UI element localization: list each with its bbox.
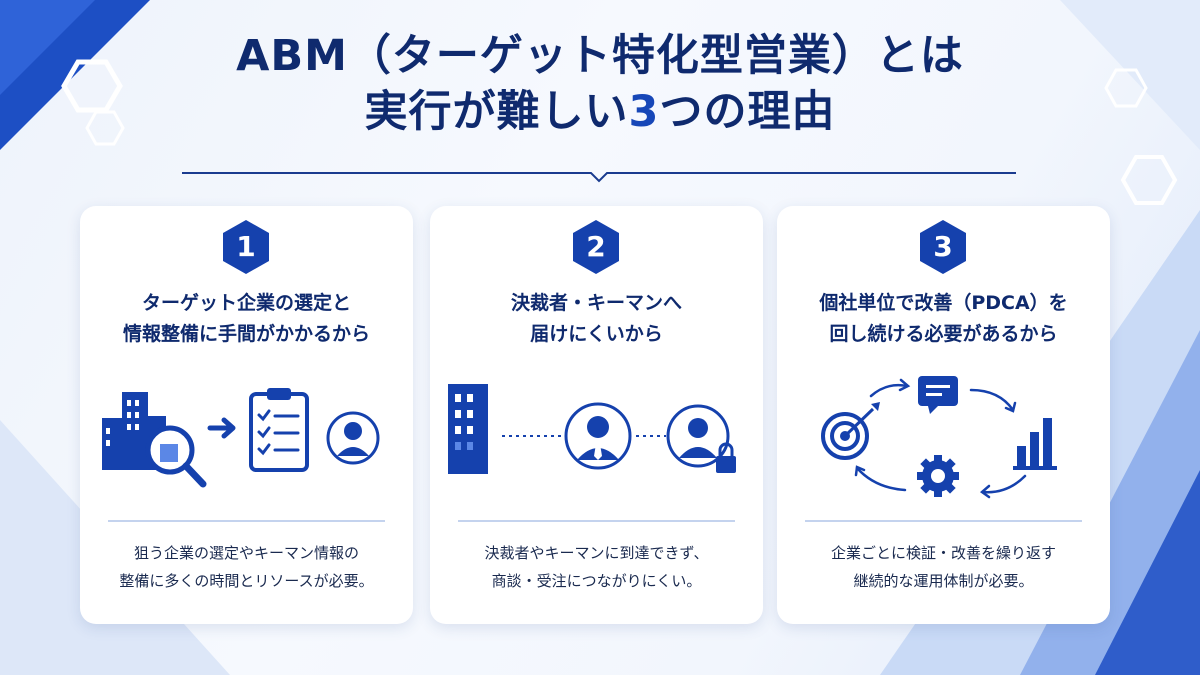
title-line-2-number: 3 [628, 87, 660, 137]
reason-title-line-2: 届けにくいから [530, 323, 663, 345]
number-badge-1: 1 [220, 218, 272, 276]
reason-number: 2 [586, 230, 606, 263]
title-line-2-post: つの理由 [659, 87, 836, 137]
reason-title-line-1: 決裁者・キーマンへ [510, 292, 682, 314]
number-badge-2: 2 [570, 218, 622, 276]
reason-number: 3 [933, 230, 953, 263]
number-badge-3: 3 [917, 218, 969, 276]
card-divider [458, 520, 735, 522]
reason-description-line-2: 商談・受注につながりにくい。 [491, 572, 702, 590]
hexagon-decor-icon [61, 59, 1178, 205]
reason-description-line-2: 継続的な運用体制が必要。 [853, 572, 1034, 590]
title-line-2-pre: 実行が難しい [364, 87, 629, 137]
reason-title-line-2: 情報整備に手間がかかるから [122, 323, 370, 345]
reason-card-2: 2 決裁者・キーマンへ 届けにくいから [430, 206, 763, 624]
reason-description-line-1: 狙う企業の選定やキーマン情報の [133, 544, 359, 562]
title-line-1: ABM（ターゲット特化型営業）とは [236, 31, 964, 81]
reason-number: 1 [236, 230, 256, 263]
chat-icon [918, 376, 958, 414]
illustration-pdca-cycle [821, 376, 1057, 499]
reason-description: 企業ごとに検証・改善を繰り返す 継続的な運用体制が必要。 [787, 539, 1100, 595]
reason-title-line-1: ターゲット企業の選定と [141, 292, 351, 314]
reason-title: ターゲット企業の選定と 情報整備に手間がかかるから [90, 288, 403, 350]
person-icon [326, 411, 380, 465]
reason-title: 個社単位で改善（PDCA）を 回し続ける必要があるから [787, 288, 1100, 350]
person-lock-icon [666, 404, 736, 473]
page-title: ABM（ターゲット特化型営業）とは 実行が難しい3つの理由 [0, 28, 1200, 140]
reason-description-line-1: 企業ごとに検証・改善を繰り返す [830, 544, 1056, 562]
hexagon-badge-icon [573, 220, 619, 274]
illustration-target-selection [102, 388, 380, 488]
reason-title: 決裁者・キーマンへ 届けにくいから [440, 288, 753, 350]
reason-description: 狙う企業の選定やキーマン情報の 整備に多くの時間とリソースが必要。 [90, 539, 403, 595]
businessman-icon [564, 402, 632, 470]
arrow-right-icon [207, 417, 236, 439]
reason-description-line-2: 整備に多くの時間とリソースが必要。 [119, 572, 374, 590]
reason-title-line-1: 個社単位で改善（PDCA）を [819, 292, 1068, 314]
gear-icon [917, 455, 959, 497]
reason-description-line-1: 決裁者やキーマンに到達できず、 [484, 544, 709, 562]
reason-title-line-2: 回し続ける必要があるから [829, 323, 1058, 345]
title-divider [182, 172, 1016, 183]
hexagon-badge-icon [920, 220, 966, 274]
target-icon [821, 402, 880, 460]
magnifier-icon [145, 425, 207, 488]
reason-description: 決裁者やキーマンに到達できず、 商談・受注につながりにくい。 [440, 539, 753, 595]
illustration-decision-makers [448, 384, 736, 474]
reason-card-3: 3 個社単位で改善（PDCA）を 回し続ける必要があるから [777, 206, 1110, 624]
clipboard-checklist-icon [249, 388, 309, 472]
card-divider [108, 520, 385, 522]
building-icon [448, 384, 488, 474]
title-line-2: 実行が難しい3つの理由 [0, 84, 1200, 140]
bar-chart-icon [1013, 418, 1057, 470]
card-divider [805, 520, 1082, 522]
cycle-arrows-icon [854, 378, 1027, 499]
reason-card-1: 1 ターゲット企業の選定と 情報整備に手間がかかるから [80, 206, 413, 624]
hexagon-badge-icon [223, 220, 269, 274]
